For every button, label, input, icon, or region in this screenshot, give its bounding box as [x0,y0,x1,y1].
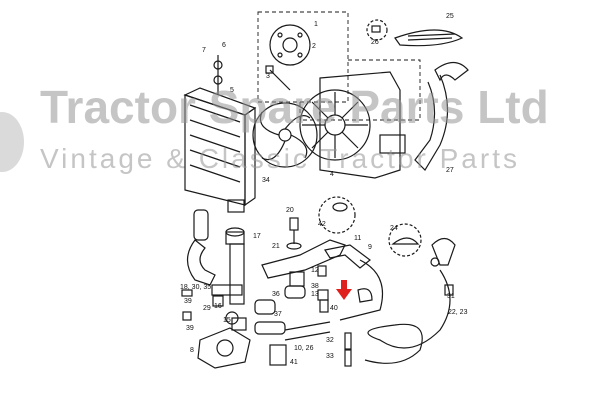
callout-c1: 1 [314,21,318,28]
gauge-capillary [364,269,451,364]
callout-c5: 5 [230,87,234,94]
callout-c27: 27 [446,167,454,174]
callout-c12: 12 [311,267,319,274]
fan-bolt [265,65,291,91]
control-knob [388,223,422,257]
callout-c41: 41 [290,359,298,366]
callout-c7: 7 [202,47,206,54]
grille-clip [366,19,388,41]
heater-hose [339,259,384,321]
callout-c3: 3 [266,73,270,80]
callout-c21: 21 [272,243,280,250]
callout-c15: 15 [223,317,231,324]
callout-c22: 22, 23 [448,309,468,316]
callout-c24: 24 [390,225,398,232]
callout-c8: 8 [190,347,194,354]
callout-c20: 20 [286,207,294,214]
callout-c29: 29 [203,305,211,312]
callout-c32: 32 [326,337,334,344]
fan-drive-plate [269,24,311,66]
callout-c9: 9 [368,244,372,251]
hose-section [254,299,286,335]
cooling-fan [252,102,318,168]
fan-cowl [299,71,406,179]
upper-hose [414,61,469,171]
callout-c34: 34 [262,177,270,184]
stud-bolts [181,289,193,321]
thermostat-parts [212,295,239,325]
callout-c10: 10, 26 [294,345,314,352]
temperature-sender-fittings [317,265,329,313]
callout-c11: 11 [354,235,361,242]
pipe-clamp [357,288,373,303]
pump-bolts [344,332,352,367]
callout-c18: 18, 30, 35 [180,284,211,291]
callout-c36: 36 [272,291,280,298]
heater-pipe [324,244,371,269]
callout-c6: 6 [222,42,226,49]
callout-c31: 31 [447,293,455,300]
callout-c2: 2 [312,43,316,50]
callout-c17: 17 [253,233,261,240]
drain-tap-assembly [286,217,302,250]
callout-c39b: 39 [184,298,192,305]
callout-c40: 40 [330,305,338,312]
callout-c4: 4 [330,171,334,178]
temperature-gauge [430,237,456,296]
water-pump [197,317,251,369]
nut-and-washer [213,55,223,95]
radiator-core [183,87,257,213]
callout-c25: 25 [446,13,454,20]
watermark-subtitle: Vintage & Classic Tractor Parts [40,143,520,174]
callout-c33: 33 [326,353,334,360]
hose-clip [284,285,306,299]
grille-panel [394,29,464,47]
outlet-pipe [284,321,331,341]
callout-c26: 26 [371,39,379,46]
callout-c38: 38 [311,283,319,290]
radiator-cap [318,196,356,234]
callout-c39a: 39 [186,325,194,332]
hose-bracket [269,344,287,366]
bottom-hose-elbow [225,227,245,245]
dashed-group-box-top [257,11,421,121]
callout-c42: 42 [318,221,326,228]
callout-c37: 37 [274,311,282,318]
callout-c16: 16 [214,303,222,310]
red-down-arrow-icon [336,280,352,300]
callout-c13: 13 [311,291,319,298]
watermark-title: Tractor Spare Parts Ltd [40,81,549,133]
bottom-hose [186,209,245,305]
